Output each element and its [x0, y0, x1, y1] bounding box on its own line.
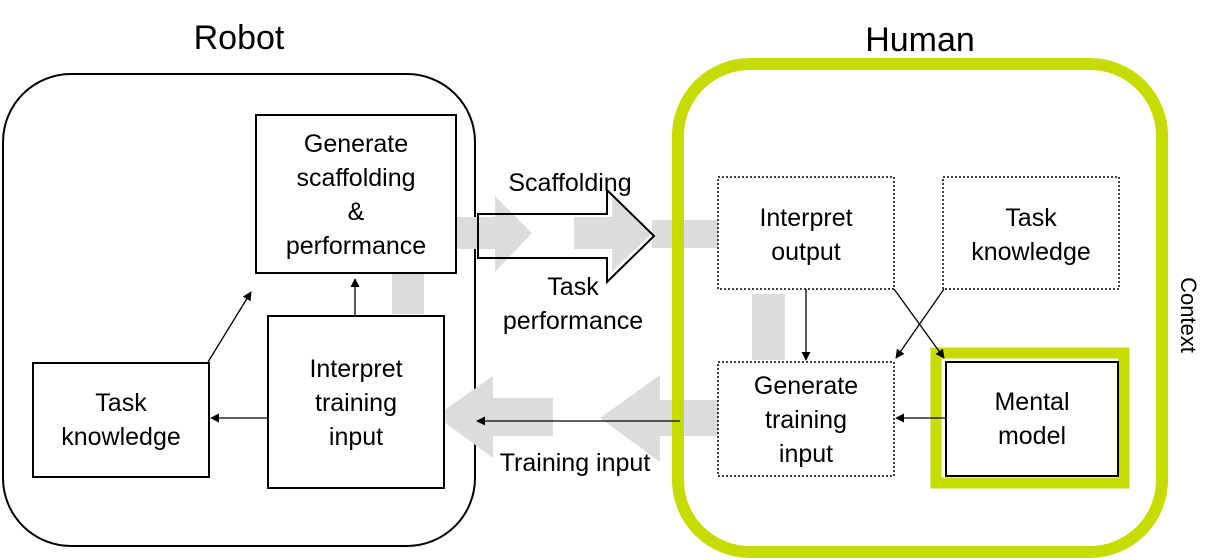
- robot-task-knowledge-box: [32, 362, 210, 478]
- context-label: Context: [1176, 277, 1201, 353]
- interpret-output-label: Interpret output: [718, 201, 894, 269]
- robot-task-knowledge-label: Task knowledge: [33, 386, 209, 454]
- human-knowledge-line1: Task: [1005, 204, 1057, 232]
- gray-flow-shapes: [392, 196, 785, 462]
- gray-flow-robot-vertical: [392, 272, 424, 314]
- generate-training-label: Generate training input: [718, 369, 894, 471]
- interpret-training-line2: training: [315, 389, 397, 417]
- gray-flow-top-left: [455, 196, 532, 272]
- generate-line2: scaffolding: [296, 164, 416, 192]
- human-task-knowledge-label: Task knowledge: [943, 201, 1119, 269]
- interpret-output-line1: Interpret: [759, 204, 853, 232]
- interpret-training-line3: input: [328, 423, 384, 451]
- gray-flow-bottom-left: [436, 376, 553, 458]
- generate-scaffolding-label: Generate scaffolding & performance: [256, 127, 456, 263]
- mental-model-box: [945, 361, 1119, 477]
- connector-arrows: [207, 278, 946, 426]
- gray-flow-top-mid: [574, 196, 652, 272]
- training-input-label: Training input: [499, 449, 651, 477]
- robot-knowledge-line1: Task: [95, 389, 147, 417]
- generate-line3: &: [347, 198, 365, 226]
- human-task-knowledge-box: [942, 176, 1120, 290]
- interpret-output-box: [717, 176, 895, 290]
- robot-title: Robot: [193, 19, 285, 57]
- interpret-training-line1: Interpret: [309, 355, 403, 383]
- generate-scaffolding-box: [255, 114, 457, 274]
- interpret-training-box: [267, 315, 445, 489]
- mental-model-label: Mental model: [946, 385, 1118, 453]
- gray-flow-top-right: [652, 220, 718, 248]
- generate-training-line1: Generate: [753, 372, 859, 400]
- generate-line4: performance: [285, 232, 427, 260]
- robot-knowledge-line2: knowledge: [61, 423, 181, 451]
- arrow-output-to-mental-model: [893, 288, 945, 359]
- robot-container: [2, 73, 476, 547]
- mental-model-line2: model: [997, 422, 1067, 450]
- human-container: [672, 58, 1168, 558]
- scaffolding-arrow: [477, 187, 656, 285]
- scaffolding-label: Scaffolding: [508, 169, 632, 197]
- gray-flow-human-vertical: [752, 294, 785, 360]
- generate-training-box: [717, 361, 895, 477]
- generate-training-line3: input: [778, 440, 834, 468]
- task-performance-line2: performance: [502, 307, 644, 335]
- human-knowledge-line2: knowledge: [971, 238, 1091, 266]
- task-performance-label: Task performance: [480, 270, 666, 338]
- interpret-output-line2: output: [771, 238, 841, 266]
- human-title: Human: [865, 21, 975, 59]
- arrow-knowledge-to-generate-training: [895, 288, 945, 359]
- arrow-knowledge-to-generate: [207, 291, 252, 363]
- task-performance-line1: Task: [547, 273, 599, 301]
- mental-model-line1: Mental: [994, 388, 1070, 416]
- interpret-training-label: Interpret training input: [268, 352, 444, 454]
- generate-line1: Generate: [303, 130, 409, 158]
- gray-flow-bottom-right: [600, 375, 718, 462]
- generate-training-line2: training: [765, 406, 847, 434]
